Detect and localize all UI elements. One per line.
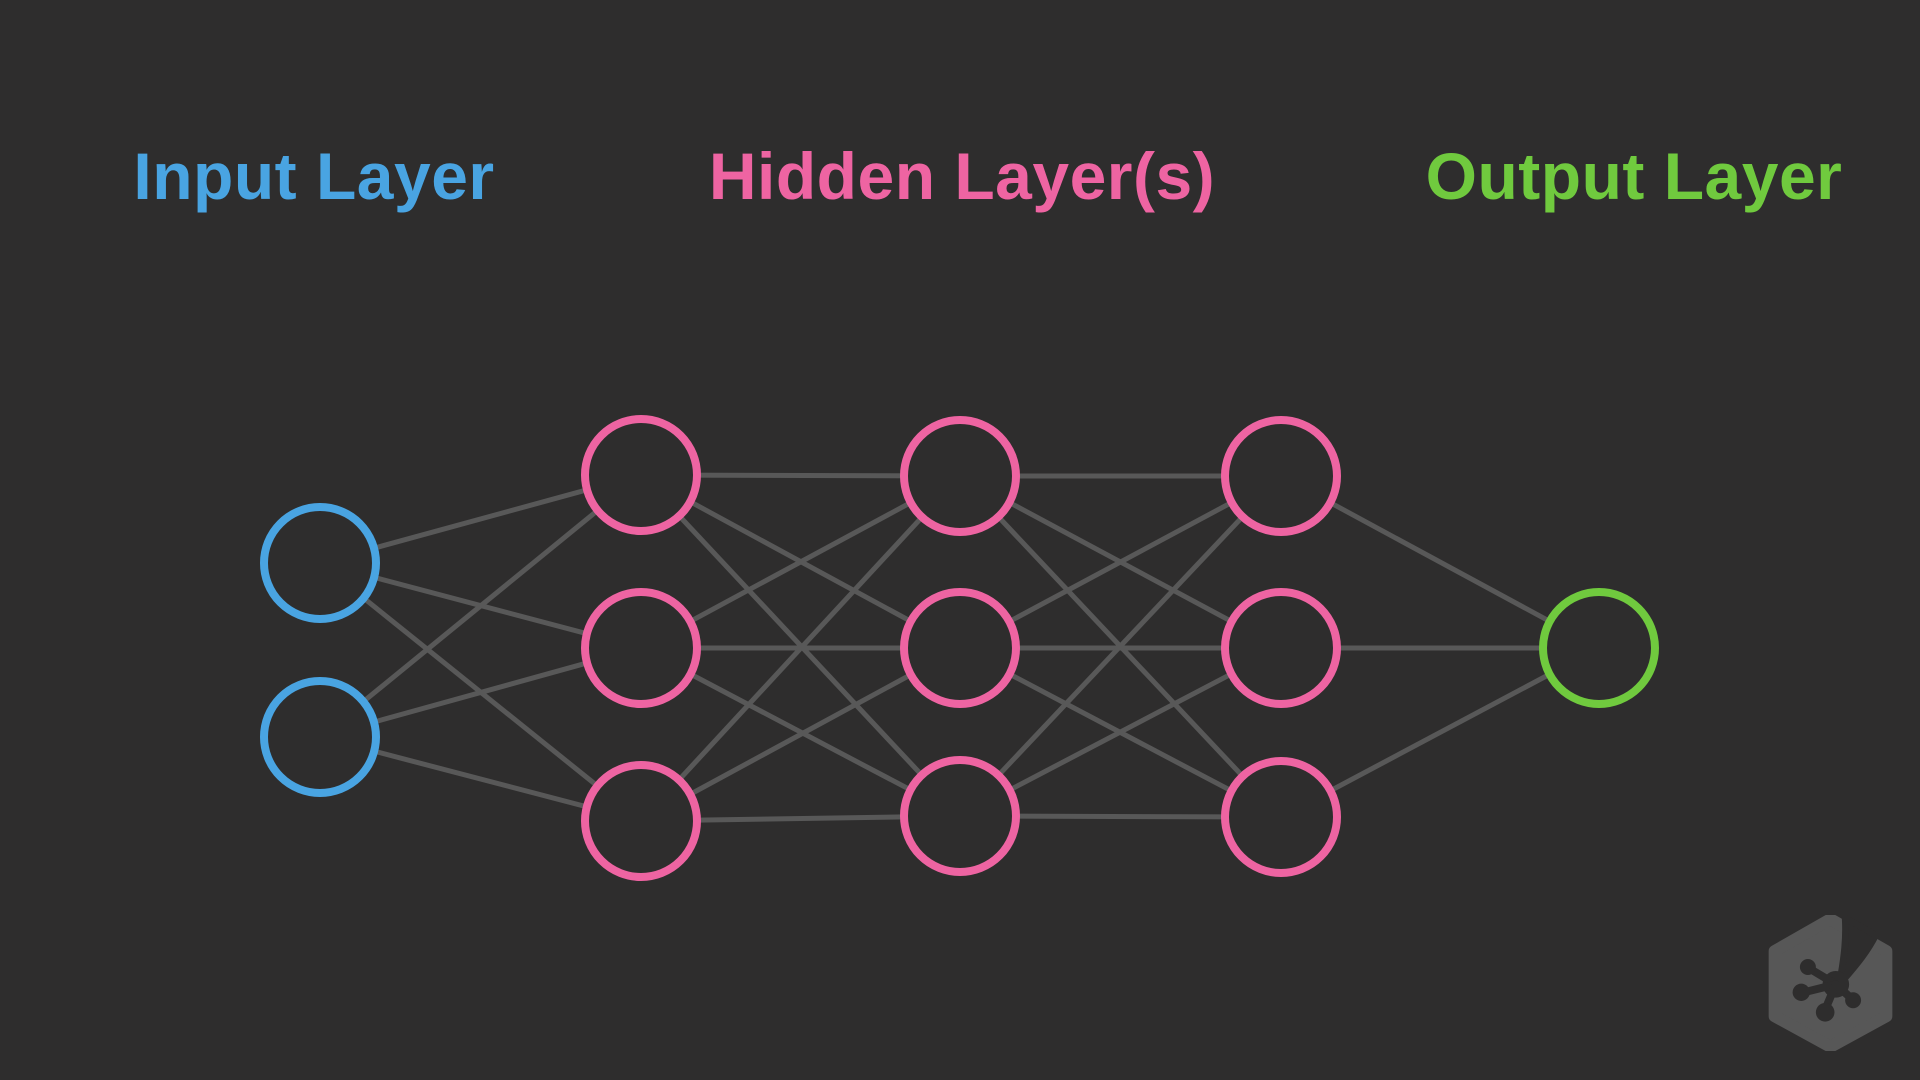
hidden-2-neuron-node bbox=[900, 756, 1020, 876]
connection-edge bbox=[958, 474, 1283, 818]
treehouse-logo-icon bbox=[1768, 915, 1893, 1051]
logo-frog-footprint bbox=[1792, 915, 1880, 1022]
connection-edge bbox=[639, 474, 962, 823]
hidden-3-neuron-node bbox=[1221, 416, 1341, 536]
input-neuron-node bbox=[260, 677, 380, 797]
connection-edge bbox=[958, 645, 1283, 819]
connection-edge bbox=[1279, 473, 1601, 651]
hidden-2-neuron-node bbox=[900, 416, 1020, 536]
connection-edge bbox=[958, 473, 1283, 651]
input-neuron-node bbox=[260, 503, 380, 623]
hidden-2-neuron-node bbox=[900, 588, 1020, 708]
connection-edge bbox=[1279, 645, 1601, 820]
hidden-layer-label: Hidden Layer(s) bbox=[708, 139, 1216, 213]
connection-edge bbox=[639, 645, 962, 824]
output-neuron-node bbox=[1539, 588, 1659, 708]
connection-edge bbox=[318, 473, 643, 739]
hidden-3-neuron-node bbox=[1221, 588, 1341, 708]
input-layer-label: Input Layer bbox=[133, 139, 495, 213]
output-layer-label: Output Layer bbox=[1425, 139, 1843, 213]
hidden-1-neuron-node bbox=[581, 415, 701, 535]
hidden-1-neuron-node bbox=[581, 588, 701, 708]
hidden-1-neuron-node bbox=[581, 761, 701, 881]
hidden-3-neuron-node bbox=[1221, 757, 1341, 877]
connection-edge bbox=[639, 473, 962, 651]
